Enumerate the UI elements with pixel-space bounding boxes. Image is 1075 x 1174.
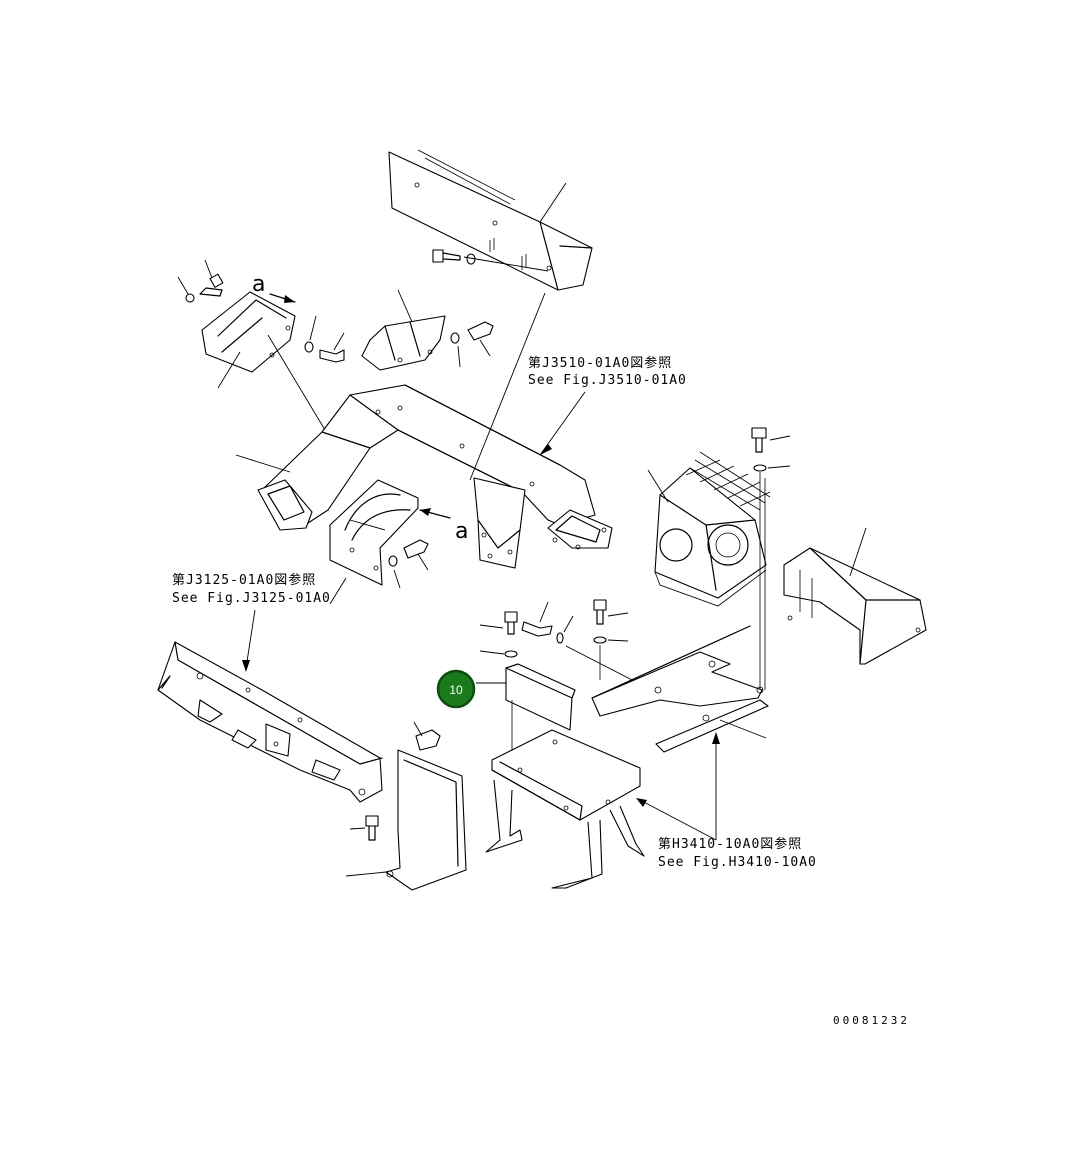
callout-10[interactable]: 10	[436, 669, 476, 709]
drawing-code: 00081232	[833, 1014, 910, 1027]
callout-10-number: 10	[449, 683, 463, 697]
lower-guard-panel	[345, 721, 467, 891]
top-cover-plate	[388, 149, 593, 291]
bolt-and-washer-top	[432, 249, 549, 272]
view-arrow-lower: a	[419, 508, 468, 544]
right-mounting-bracket	[591, 625, 769, 753]
reference-leader-j3125: 第J3125-01A0図参照 See Fig.J3125-01A0	[172, 572, 347, 672]
reference-j3510-jp: 第J3510-01A0図参照	[528, 355, 672, 371]
view-mark-a-upper: a	[252, 272, 265, 297]
center-fasteners	[479, 599, 641, 685]
right-cover	[783, 527, 927, 665]
reference-j3125-jp: 第J3125-01A0図参照	[172, 572, 316, 588]
reference-j3125-en: See Fig.J3125-01A0	[172, 591, 331, 606]
reference-j3510-en: See Fig.J3510-01A0	[528, 373, 687, 388]
duct-support-leg	[469, 292, 546, 569]
reference-h3410-en: See Fig.H3410-10A0	[658, 855, 817, 870]
reference-h3410-jp: 第H3410-10A0図参照	[658, 836, 802, 852]
upper-left-bracket	[177, 259, 345, 431]
middle-bracket	[361, 289, 494, 371]
reference-leader-h3410: 第H3410-10A0図参照 See Fig.H3410-10A0	[636, 732, 817, 870]
main-air-duct	[235, 384, 613, 550]
base-tray	[485, 729, 645, 889]
view-mark-a-lower: a	[455, 519, 468, 544]
heater-unit	[647, 451, 771, 607]
heater-bolt	[751, 427, 791, 690]
view-arrow-upper: a	[252, 272, 296, 303]
lower-left-frame	[157, 641, 383, 803]
lower-duct-bracket	[329, 479, 429, 589]
reference-leader-j3510: 第J3510-01A0図参照 See Fig.J3510-01A0	[528, 355, 687, 456]
